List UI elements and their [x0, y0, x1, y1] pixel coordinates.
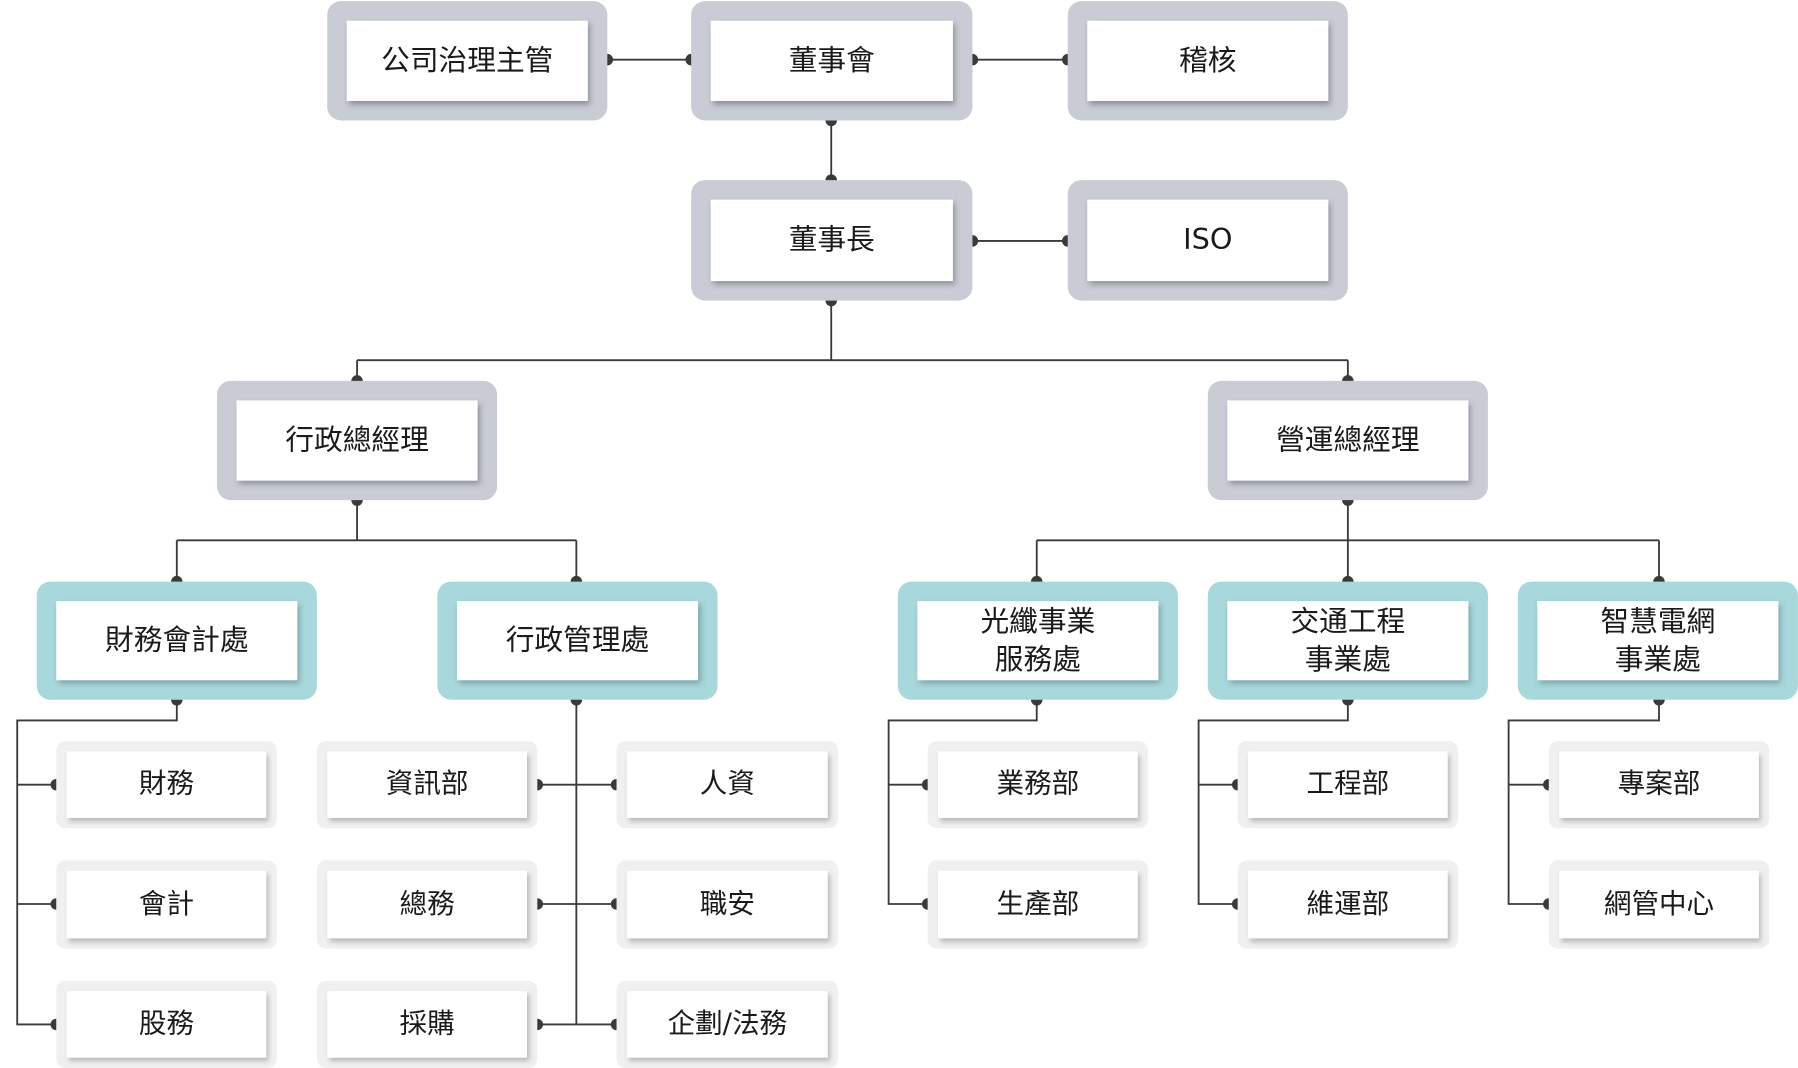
sales-department-box: 業務部	[927, 741, 1149, 829]
admin-management-office-label: 行政管理處	[456, 601, 699, 681]
fiber-services-division-box: 光纖事業 服務處	[897, 581, 1178, 700]
ops-gm-box: 營運總經理	[1207, 380, 1488, 501]
audit-box: 稽核	[1067, 1, 1348, 121]
finance-label: 財務	[66, 751, 267, 818]
production-department-box: 生產部	[927, 860, 1149, 949]
planning-legal-label: 企劃/法務	[626, 991, 828, 1058]
traffic-engineering-division-label: 交通工程 事業處	[1227, 601, 1469, 681]
general-affairs-box: 總務	[316, 860, 538, 949]
corporate-governance-label: 公司治理主管	[346, 20, 588, 101]
maintenance-department-label: 維運部	[1247, 870, 1448, 939]
admin-gm-box: 行政總經理	[216, 380, 498, 501]
engineering-department-box: 工程部	[1237, 741, 1459, 829]
finance-box: 財務	[56, 741, 277, 829]
admin-management-office-box: 行政管理處	[437, 581, 718, 700]
procurement-label: 採購	[327, 991, 527, 1058]
network-management-center-box: 網管中心	[1548, 860, 1770, 949]
planning-legal-box: 企劃/法務	[616, 980, 839, 1068]
project-department-label: 專案部	[1559, 751, 1759, 818]
it-department-box: 資訊部	[316, 741, 538, 829]
project-department-box: 專案部	[1548, 741, 1770, 829]
finance-accounting-office-box: 財務會計處	[36, 581, 317, 700]
occupational-safety-box: 職安	[616, 860, 839, 949]
engineering-department-label: 工程部	[1247, 751, 1448, 818]
smart-grid-division-box: 智慧電網 事業處	[1517, 581, 1798, 700]
network-management-center-label: 網管中心	[1559, 870, 1759, 939]
audit-label: 稽核	[1087, 20, 1329, 101]
finance-accounting-office-label: 財務會計處	[56, 601, 298, 681]
human-resources-label: 人資	[626, 751, 828, 818]
fiber-services-division-label: 光纖事業 服務處	[917, 601, 1159, 681]
accounting-box: 會計	[56, 860, 277, 949]
human-resources-box: 人資	[616, 741, 839, 829]
chairman-box: 董事長	[691, 180, 973, 301]
iso-box: ISO	[1067, 180, 1348, 301]
general-affairs-label: 總務	[327, 870, 527, 939]
iso-label: ISO	[1087, 199, 1329, 282]
traffic-engineering-division-box: 交通工程 事業處	[1207, 581, 1488, 700]
chairman-label: 董事長	[710, 199, 953, 282]
occupational-safety-label: 職安	[626, 870, 828, 939]
it-department-label: 資訊部	[327, 751, 527, 818]
accounting-label: 會計	[66, 870, 267, 939]
sales-department-label: 業務部	[937, 751, 1138, 818]
procurement-box: 採購	[316, 980, 538, 1068]
corporate-governance-box: 公司治理主管	[327, 1, 608, 121]
production-department-label: 生產部	[937, 870, 1138, 939]
maintenance-department-box: 維運部	[1237, 860, 1459, 949]
stock-affairs-label: 股務	[66, 991, 267, 1058]
stock-affairs-box: 股務	[56, 980, 277, 1068]
board-label: 董事會	[710, 20, 953, 101]
smart-grid-division-label: 智慧電網 事業處	[1537, 601, 1779, 681]
ops-gm-label: 營運總經理	[1227, 400, 1469, 481]
admin-gm-label: 行政總經理	[236, 400, 478, 481]
board-box: 董事會	[691, 1, 973, 121]
